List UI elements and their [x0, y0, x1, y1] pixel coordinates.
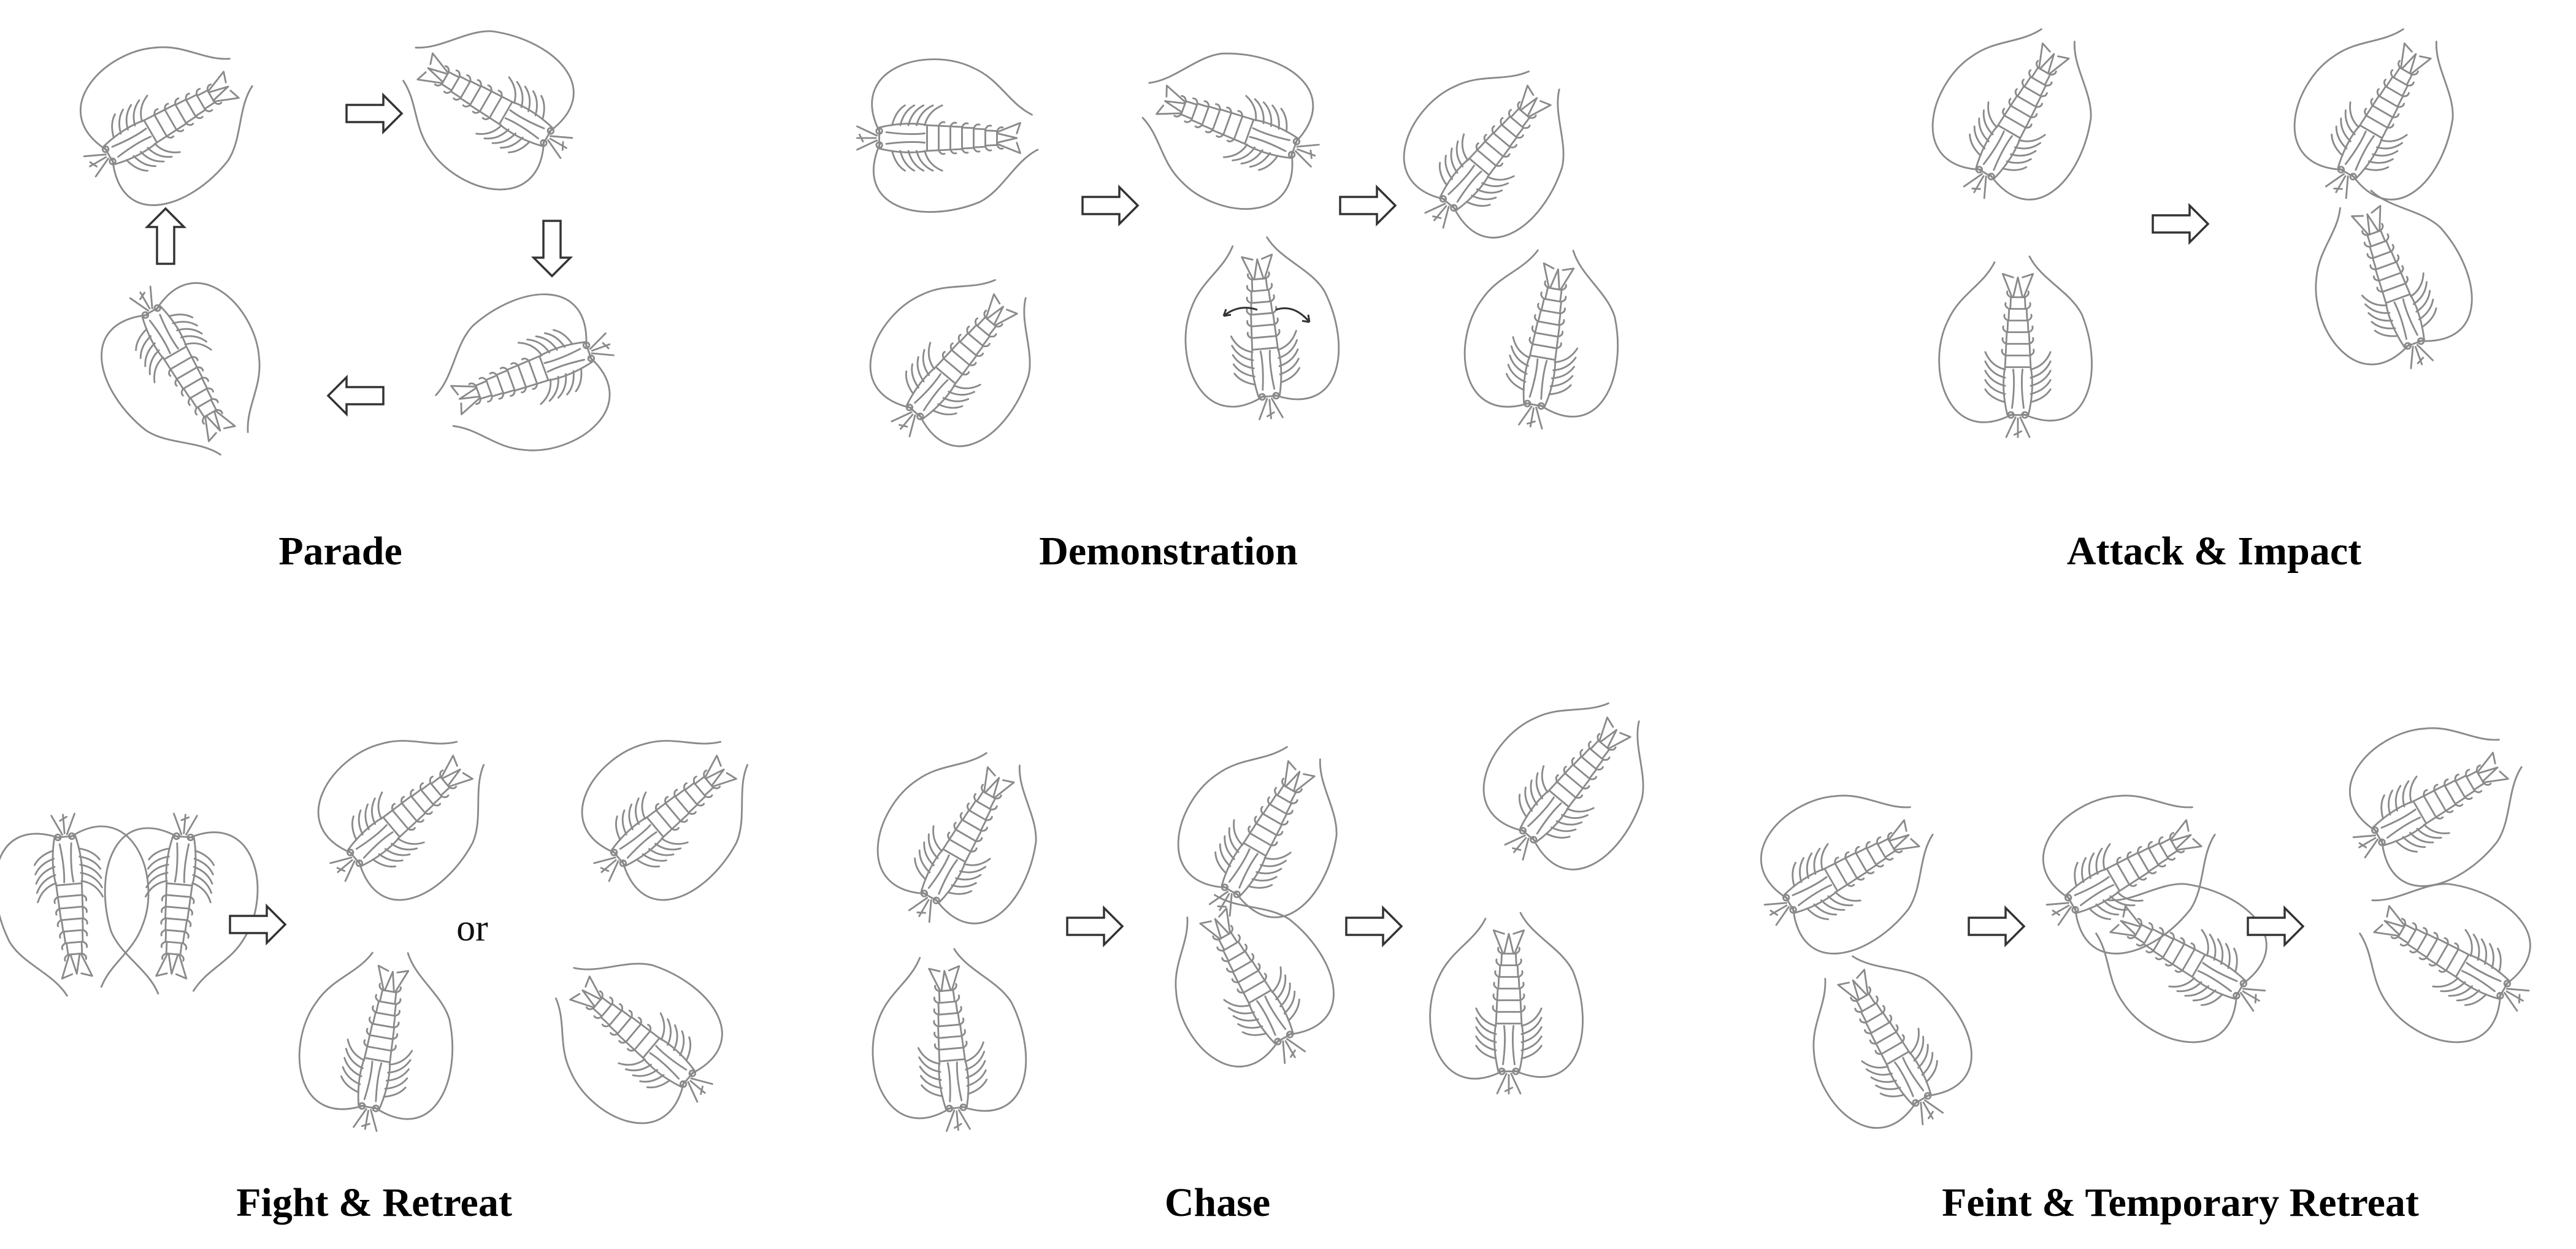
shrimp-chase-5: [1482, 702, 1644, 870]
label-attack-impact: Attack & Impact: [2066, 529, 2362, 574]
shrimp-chase-3: [1177, 746, 1338, 918]
arrow-right-icon: [1066, 905, 1124, 948]
shrimp-fight-3: [317, 740, 485, 901]
arrow-up-icon: [144, 207, 187, 265]
shrimp-chase-1: [876, 752, 1037, 924]
shrimp-parade-3: [435, 293, 615, 452]
shrimp-demo-5: [1403, 70, 1565, 239]
shrimp-chase-4: [1175, 894, 1335, 1068]
shrimp-demo-6: [1463, 249, 1619, 430]
shrimp-feint-4: [2095, 883, 2267, 1043]
label-feint-retreat: Feint & Temporary Retreat: [1942, 1180, 2419, 1225]
shrimp-demo-1: [856, 58, 1039, 213]
label-chase: Chase: [1164, 1180, 1271, 1225]
arrow-right-icon: [1968, 905, 2026, 948]
shrimp-feint-2: [1812, 955, 1972, 1129]
shrimp-chase-2: [872, 948, 1027, 1132]
motion-arrows-icon: [1222, 307, 1311, 323]
or-connector: or: [456, 907, 488, 949]
arrow-right-icon: [229, 903, 287, 946]
shrimp-demo-4: [1184, 236, 1340, 421]
shrimp-feint-6: [2359, 883, 2531, 1043]
shrimp-fight-5: [298, 951, 454, 1132]
arrow-right-icon: [2152, 202, 2210, 245]
arrow-right-icon: [345, 92, 404, 135]
arrow-down-icon: [531, 220, 573, 278]
shrimp-parade-1: [79, 46, 253, 206]
shrimp-parade-2: [402, 30, 575, 191]
label-parade: Parade: [278, 529, 402, 574]
shrimp-fight-1: [0, 812, 150, 997]
shrimp-feint-5: [2348, 727, 2523, 887]
arrow-left-icon: [326, 374, 385, 417]
shrimp-attack-4: [2315, 190, 2473, 369]
shrimp-feint-3: [2042, 794, 2216, 955]
arrow-right-icon: [2247, 905, 2305, 948]
arrow-right-icon: [1339, 184, 1397, 227]
shrimp-fight-6: [554, 963, 723, 1124]
shrimp-attack-1: [1931, 28, 2092, 201]
shrimp-feint-1: [1760, 794, 1934, 955]
shrimp-fight-4: [581, 740, 749, 901]
arrow-right-icon: [1345, 905, 1403, 948]
shrimp-chase-6: [1429, 912, 1584, 1094]
shrimp-attack-2: [1938, 255, 2093, 438]
shrimp-parade-4: [101, 282, 261, 456]
shrimp-demo-3: [1141, 52, 1320, 210]
arrow-right-icon: [1081, 184, 1140, 227]
shrimp-fight-2: [104, 812, 259, 995]
shrimp-demo-2: [869, 279, 1031, 447]
shrimp-attack-3: [2293, 28, 2454, 201]
label-demonstration: Demonstration: [1039, 529, 1298, 574]
label-fight-retreat: Fight & Retreat: [236, 1180, 512, 1225]
